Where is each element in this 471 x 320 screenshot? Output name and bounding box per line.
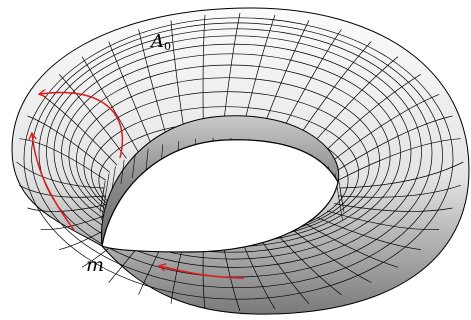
arrow-bottom-left [160,266,245,279]
mesh-meridian-line [16,161,105,189]
mesh-inner-line [339,188,345,213]
mesh-inner-line [101,195,106,220]
mesh-inner-line [120,159,125,184]
mesh-inner-line [101,180,106,205]
torus-mesh-outer [16,12,464,312]
mesh-parallel-ring [46,35,422,268]
mesh-inner-line [132,153,136,178]
mesh-meridian-line [334,203,453,212]
mesh-meridian-line [305,56,399,153]
mesh-parallel-ring [38,28,433,278]
mesh-inner-line [111,166,116,191]
mesh-meridian-line [317,217,421,250]
mesh-meridian-line [317,74,421,159]
mesh-meridian-line [326,94,440,166]
arrow-around-tube-top [40,92,124,159]
mesh-inner-line [104,173,110,198]
mesh-meridian-line [19,184,106,198]
mesh-meridian-line [27,115,111,173]
red-arrows [32,92,245,279]
mesh-parallel-ring [23,17,454,300]
mesh-inner-line [145,148,149,173]
mesh-meridian-line [19,138,106,181]
mesh-parallel-ring [61,53,401,253]
mesh-meridian-line [58,74,127,159]
mesh-meridian-line [338,184,461,198]
mesh-inner-line [338,195,343,220]
mesh-meridian-line [108,41,153,148]
mesh-parallel-ring [31,22,443,289]
mesh-meridian-line [338,138,461,181]
mesh-meridian-line [291,228,372,283]
label-m: m [86,254,105,276]
mesh-parallel-ring [53,43,412,260]
label-a0: A0 [151,31,171,53]
mesh-meridian-line [81,56,139,153]
torus-inner-hole [101,139,339,253]
mesh-meridian-line [334,115,453,173]
mesh-meridian-line [40,94,118,166]
mesh-meridian-line [275,232,342,295]
arrow-left-up [32,134,75,231]
